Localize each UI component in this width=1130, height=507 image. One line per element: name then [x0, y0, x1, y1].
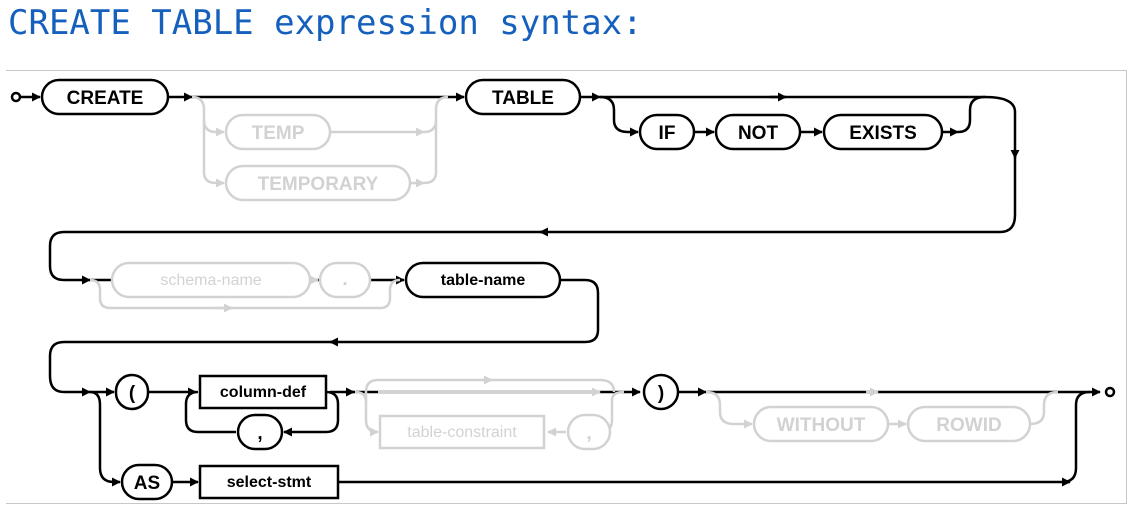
svg-text:table-constraint: table-constraint — [407, 424, 517, 441]
nonterminal-table-constraint: table-constraint — [378, 414, 546, 450]
keyword-without: WITHOUT — [752, 405, 890, 443]
svg-text:table-name: table-name — [441, 272, 526, 289]
svg-text:schema-name: schema-name — [160, 272, 261, 289]
row-1-lines — [10, 91, 1020, 285]
keyword-table: TABLE — [464, 78, 582, 116]
svg-text:CREATE: CREATE — [67, 88, 144, 109]
svg-text:ROWID: ROWID — [936, 415, 1001, 436]
nonterminal-schema-name: schema-name — [110, 261, 312, 299]
row-3-lines — [89, 375, 1116, 487]
svg-text:,: , — [257, 423, 262, 444]
keyword-lparen: ( — [114, 373, 150, 411]
keyword-create: CREATE — [40, 78, 170, 116]
svg-text:IF: IF — [659, 123, 676, 144]
keyword-if: IF — [638, 113, 696, 151]
keyword-comma-constraints: , — [566, 413, 612, 451]
keyword-rparen: ) — [642, 373, 680, 411]
keyword-not: NOT — [714, 113, 802, 151]
svg-text:select-stmt: select-stmt — [227, 474, 312, 491]
svg-text:TEMP: TEMP — [252, 123, 305, 144]
keyword-temporary: TEMPORARY — [224, 164, 412, 202]
svg-text:.: . — [342, 269, 347, 290]
svg-text:column-def: column-def — [220, 384, 307, 401]
nonterminal-select-stmt: select-stmt — [198, 464, 340, 500]
nonterminal-column-def: column-def — [198, 374, 328, 410]
svg-text:EXISTS: EXISTS — [849, 123, 917, 144]
svg-text:(: ( — [129, 383, 136, 404]
svg-text:WITHOUT: WITHOUT — [777, 415, 866, 436]
svg-text:): ) — [658, 383, 664, 404]
svg-text:AS: AS — [134, 473, 160, 494]
keyword-as: AS — [120, 463, 174, 501]
keyword-rowid: ROWID — [906, 405, 1032, 443]
nonterminal-table-name: table-name — [404, 261, 562, 299]
keyword-temp: TEMP — [224, 113, 332, 151]
svg-text:TABLE: TABLE — [492, 88, 554, 109]
page-title: CREATE TABLE expression syntax: — [8, 3, 643, 43]
svg-text:NOT: NOT — [738, 123, 779, 144]
keyword-dot: . — [318, 261, 372, 299]
keyword-comma-columns: , — [236, 413, 284, 451]
keyword-exists: EXISTS — [822, 113, 944, 151]
svg-text:TEMPORARY: TEMPORARY — [258, 174, 379, 195]
diagram-frame — [6, 70, 1127, 504]
svg-text:,: , — [586, 423, 591, 444]
